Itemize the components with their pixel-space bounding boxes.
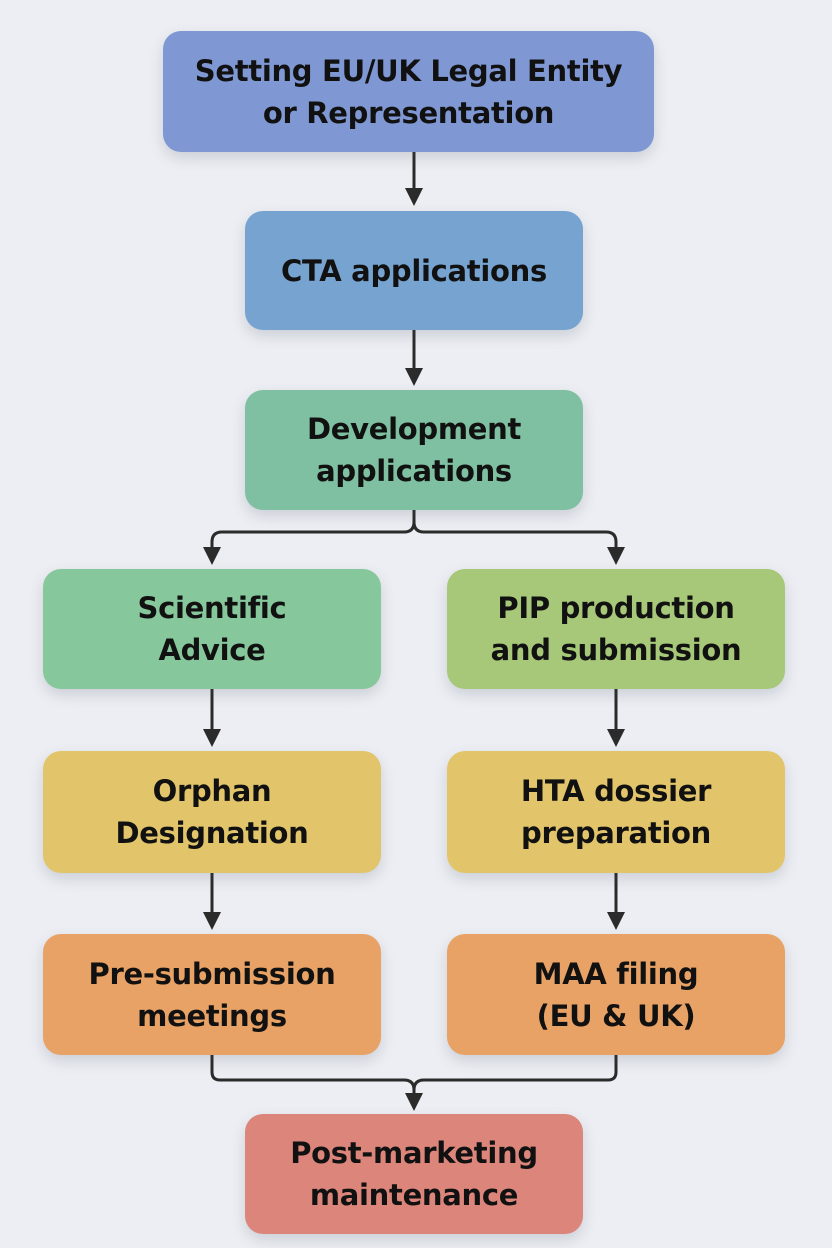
arrowhead-icon: [203, 729, 221, 747]
arrowhead-icon: [405, 368, 423, 386]
edge-n9-n10: [412, 1053, 618, 1092]
arrowhead-icon: [405, 1093, 423, 1111]
node-pip-production: PIP production and submission: [447, 569, 785, 689]
node-orphan-designation: Orphan Designation: [43, 751, 381, 873]
arrowhead-icon: [607, 912, 625, 930]
edge-n3-n4: [210, 508, 416, 550]
node-development-applications: Development applications: [245, 390, 583, 510]
arrowhead-icon: [203, 912, 221, 930]
node-cta-applications: CTA applications: [245, 211, 583, 330]
node-hta-dossier: HTA dossier preparation: [447, 751, 785, 873]
arrowhead-icon: [203, 547, 221, 565]
edge-n8-n10: [210, 1053, 416, 1096]
arrowhead-icon: [607, 729, 625, 747]
node-scientific-advice: Scientific Advice: [43, 569, 381, 689]
node-legal-entity: Setting EU/UK Legal Entity or Representa…: [163, 31, 654, 152]
edge-n3-n5: [412, 520, 618, 550]
node-post-marketing: Post-marketing maintenance: [245, 1114, 583, 1234]
arrowhead-icon: [607, 547, 625, 565]
node-maa-filing: MAA filing (EU & UK): [447, 934, 785, 1055]
node-pre-submission-meetings: Pre-submission meetings: [43, 934, 381, 1055]
arrowhead-icon: [405, 188, 423, 206]
